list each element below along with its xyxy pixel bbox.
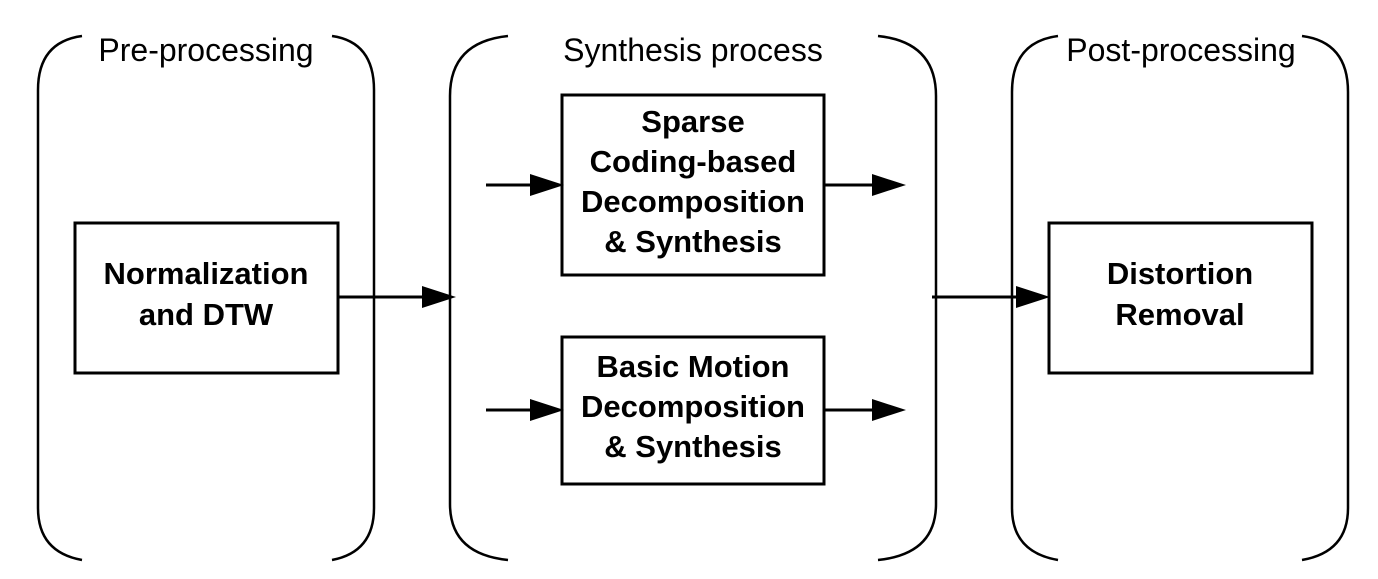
stage-pre-processing: Pre-processing xyxy=(36,32,376,562)
stage-post-processing: Post-processing xyxy=(1010,32,1350,562)
stage-post-title: Post-processing xyxy=(1066,32,1295,68)
box-sparse-line-1: Sparse xyxy=(641,104,744,139)
arrow-into-sparse xyxy=(486,174,564,196)
arrow-head-3 xyxy=(872,174,906,196)
stage-post-right-bracket xyxy=(1301,34,1350,562)
box-basic-frame xyxy=(560,335,826,486)
box-basic-motion: Basic Motion Decomposition & Synthesis xyxy=(560,335,826,486)
box-sparse-line-4: & Synthesis xyxy=(604,224,781,259)
box-basic-line-2: Decomposition xyxy=(581,389,805,424)
arrow-normalization-to-synthesis xyxy=(338,286,456,308)
arrow-out-of-sparse xyxy=(824,174,906,196)
box-basic-line-1: Basic Motion xyxy=(597,349,790,384)
arrow-head-1 xyxy=(422,286,456,308)
stage-pre-left-bracket xyxy=(36,34,83,562)
box-normalization-line-1: Normalization xyxy=(104,256,309,291)
stage-synthesis-right-bracket xyxy=(877,34,938,562)
arrow-head-4 xyxy=(530,399,564,421)
box-basic-line-3: & Synthesis xyxy=(604,429,781,464)
box-distortion-line-1: Distortion xyxy=(1107,256,1253,291)
arrow-head-2 xyxy=(530,174,564,196)
arrow-head-5 xyxy=(872,399,906,421)
box-distortion-removal: Distortion Removal xyxy=(1047,221,1314,375)
box-sparse-coding: Sparse Coding-based Decomposition & Synt… xyxy=(560,93,826,277)
stage-synthesis-left-bracket xyxy=(448,34,509,562)
box-normalization: Normalization and DTW xyxy=(73,221,340,375)
stage-pre-title: Pre-processing xyxy=(98,32,313,68)
arrow-synthesis-to-distortion xyxy=(932,286,1050,308)
stage-synthesis-process: Synthesis process xyxy=(448,32,938,562)
arrow-head-6 xyxy=(1016,286,1050,308)
stage-synthesis-title: Synthesis process xyxy=(563,32,823,68)
arrow-into-basic xyxy=(486,399,564,421)
box-normalization-line-2: and DTW xyxy=(139,297,274,332)
box-normalization-frame xyxy=(73,221,340,375)
stage-pre-right-bracket xyxy=(331,34,376,562)
box-distortion-frame xyxy=(1047,221,1314,375)
box-sparse-line-2: Coding-based xyxy=(590,144,797,179)
arrow-out-of-basic xyxy=(824,399,906,421)
stage-post-left-bracket xyxy=(1010,34,1059,562)
box-sparse-line-3: Decomposition xyxy=(581,184,805,219)
box-distortion-line-2: Removal xyxy=(1115,297,1244,332)
